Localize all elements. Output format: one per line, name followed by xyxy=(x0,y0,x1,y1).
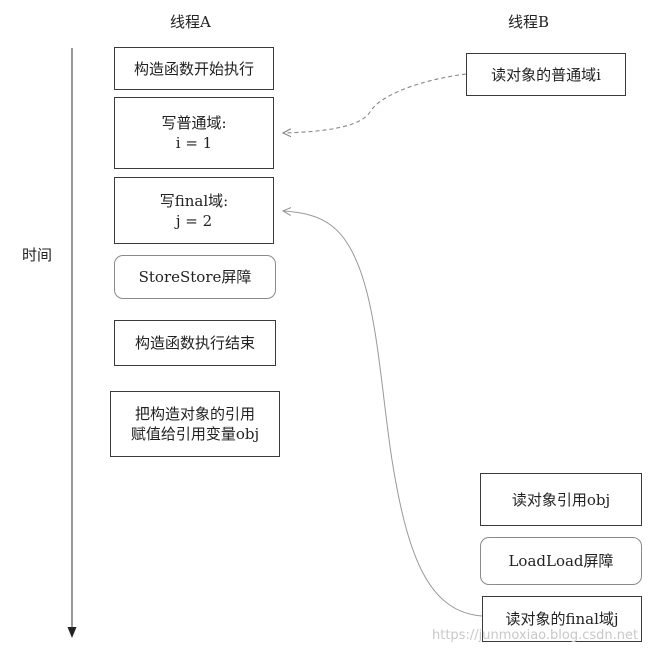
step-write-normal-field-line-1: 写普通域: xyxy=(161,114,227,132)
step-loadload-barrier-text: LoadLoad屏障 xyxy=(508,552,614,570)
step-read-normal-field: 读对象的普通域i xyxy=(466,53,626,96)
step-read-normal-field-text: 读对象的普通域i xyxy=(491,65,601,84)
step-write-final-field: 写final域: j = 2 xyxy=(114,177,274,244)
step-storestore-barrier-text: StoreStore屏障 xyxy=(138,268,252,286)
step-constructor-end-text: 构造函数执行结束 xyxy=(134,334,255,352)
time-axis-arrow xyxy=(67,48,77,638)
step-assign-reference-line-2: 赋值给引用变量obj xyxy=(130,425,260,443)
step-storestore-barrier: StoreStore屏障 xyxy=(114,255,276,299)
step-constructor-end: 构造函数执行结束 xyxy=(114,320,276,366)
step-read-reference-text: 读对象引用obj xyxy=(511,490,611,509)
arrow-read-normal-to-write-normal xyxy=(283,73,467,133)
step-read-final-field: 读对象的final域j xyxy=(482,596,642,642)
thread-a-header: 线程A xyxy=(170,13,211,31)
step-loadload-barrier: LoadLoad屏障 xyxy=(480,537,642,585)
step-read-final-field-text: 读对象的final域j xyxy=(505,610,619,628)
step-assign-reference-line-1: 把构造对象的引用 xyxy=(134,405,255,423)
step-write-final-field-line-2: j = 2 xyxy=(175,211,213,230)
arrow-read-final-to-write-final xyxy=(283,211,483,617)
time-axis-label: 时间 xyxy=(22,246,53,264)
step-assign-reference: 把构造对象的引用 赋值给引用变量obj xyxy=(110,391,280,457)
step-constructor-start-text: 构造函数开始执行 xyxy=(133,59,254,78)
watermark: https://junmoxiao.blog.csdn.net xyxy=(432,628,639,643)
step-read-reference: 读对象引用obj xyxy=(480,473,642,526)
step-write-normal-field-line-2: i = 1 xyxy=(175,134,213,152)
step-write-final-field-line-1: 写final域: xyxy=(159,191,229,210)
step-constructor-start: 构造函数开始执行 xyxy=(114,47,274,90)
step-write-normal-field: 写普通域: i = 1 xyxy=(114,97,274,169)
thread-b-header: 线程B xyxy=(508,13,550,31)
